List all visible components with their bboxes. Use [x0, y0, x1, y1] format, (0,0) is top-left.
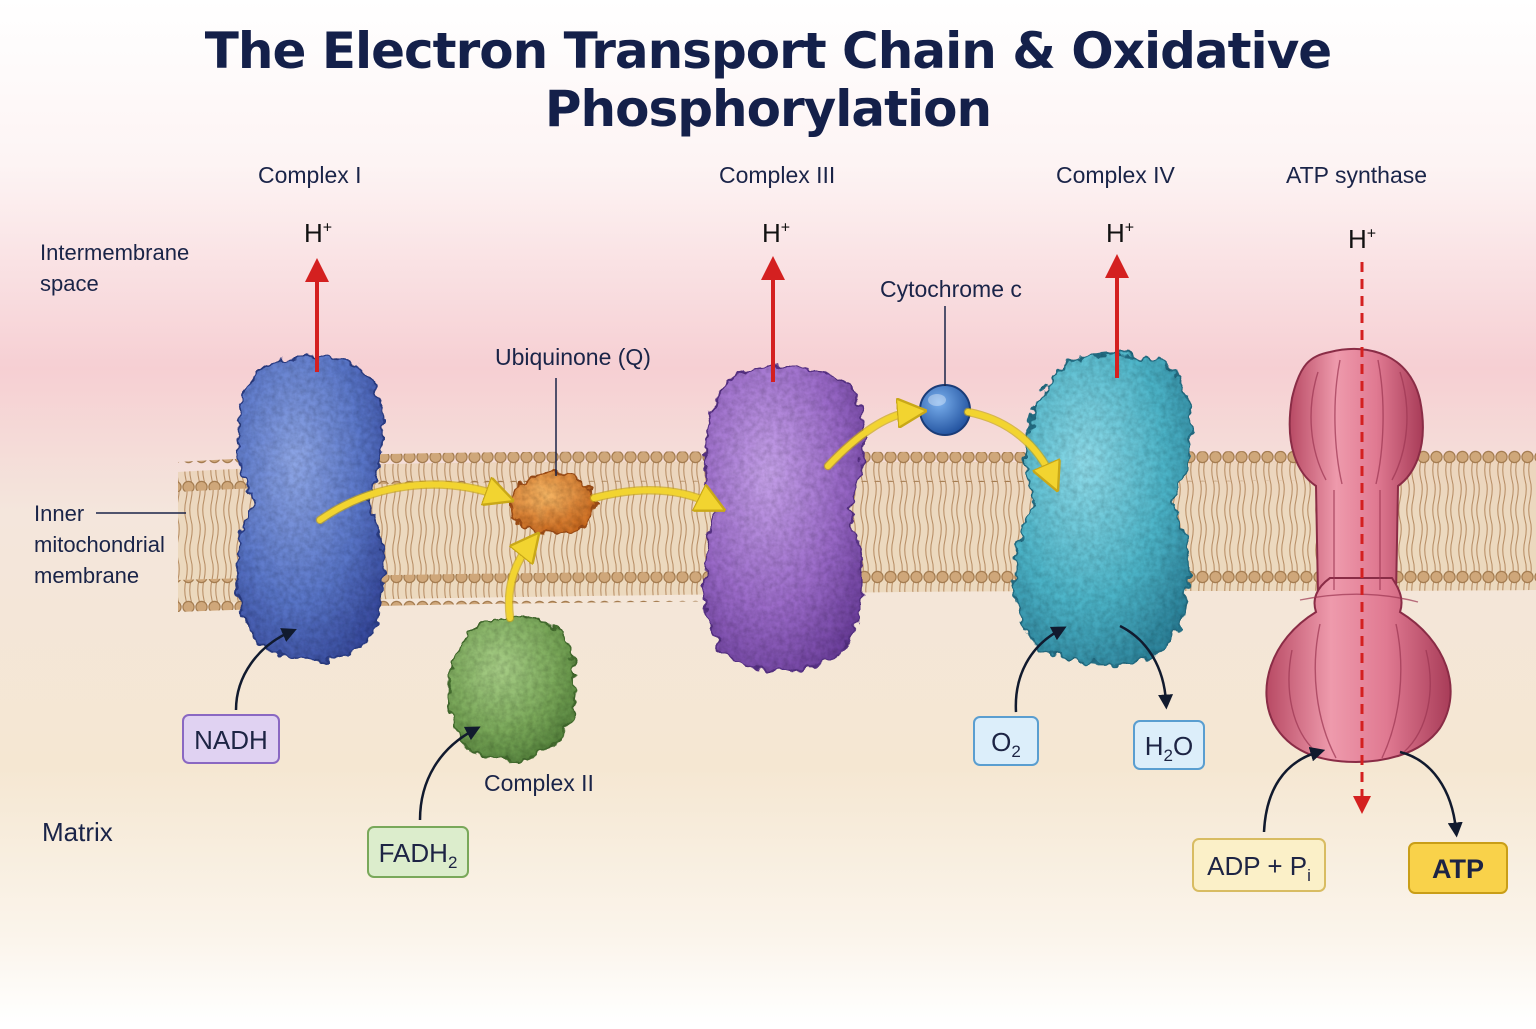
h2o-arrow	[1119, 624, 1174, 710]
leader-lines	[96, 306, 946, 514]
nadh-arrow	[234, 628, 297, 711]
nadh-box: NADH	[182, 714, 280, 764]
complex-2-protein	[448, 615, 577, 762]
matrix-label: Matrix	[42, 817, 113, 847]
cytochrome-c-molecule	[919, 384, 971, 436]
proton-label-complex-4: H+	[1106, 218, 1135, 248]
complex-1-protein	[236, 355, 385, 662]
o2-arrow	[1014, 626, 1067, 713]
proton-label-complex-3: H+	[762, 218, 791, 248]
fadh2-arrow	[418, 726, 481, 821]
complex-3-label: Complex III	[719, 162, 836, 188]
intermembrane-space-label: Intermembrane space	[40, 240, 190, 296]
electron-arrow-q-to-c3	[591, 490, 712, 504]
atp-arrow	[1399, 750, 1463, 838]
electron-arrow-cyt-to-c4	[965, 409, 1052, 478]
proton-arrows	[305, 254, 1371, 814]
electron-arrow-c3-to-cyt	[825, 412, 912, 469]
complex-3-protein	[702, 365, 865, 671]
atp-synthase-label: ATP synthase	[1286, 162, 1428, 188]
complex-2-label: Complex II	[484, 770, 594, 796]
proton-label-complex-1: H+	[304, 218, 333, 248]
adp-pi-box: ADP + Pi	[1192, 838, 1326, 892]
electron-arrow-c1-to-q	[317, 485, 500, 523]
substrate-arrows	[234, 624, 1463, 838]
adp-arrow	[1262, 746, 1326, 833]
electron-flow-arrows	[315, 409, 1052, 623]
membrane-label: Inner mitochondrial membrane	[34, 501, 165, 588]
ubiquinone-label: Ubiquinone (Q)	[495, 344, 651, 370]
complex-1-label: Complex I	[258, 162, 362, 188]
fadh2-box: FADH2	[367, 826, 469, 878]
o2-box: O2	[973, 716, 1039, 766]
atp-box: ATP	[1408, 842, 1508, 894]
complex-4-protein	[1013, 352, 1193, 666]
complex-4-label: Complex IV	[1056, 162, 1175, 188]
atp-synthase-protein	[1265, 348, 1452, 764]
electron-arrow-c2-to-q	[506, 544, 530, 621]
proton-label-atp-synthase: H+	[1348, 224, 1377, 254]
ubiquinone-molecule	[510, 472, 596, 534]
cytochrome-c-label: Cytochrome c	[880, 276, 1022, 302]
h2o-box: H2O	[1133, 720, 1205, 770]
page-title: The Electron Transport Chain & Oxidative…	[204, 22, 1332, 138]
